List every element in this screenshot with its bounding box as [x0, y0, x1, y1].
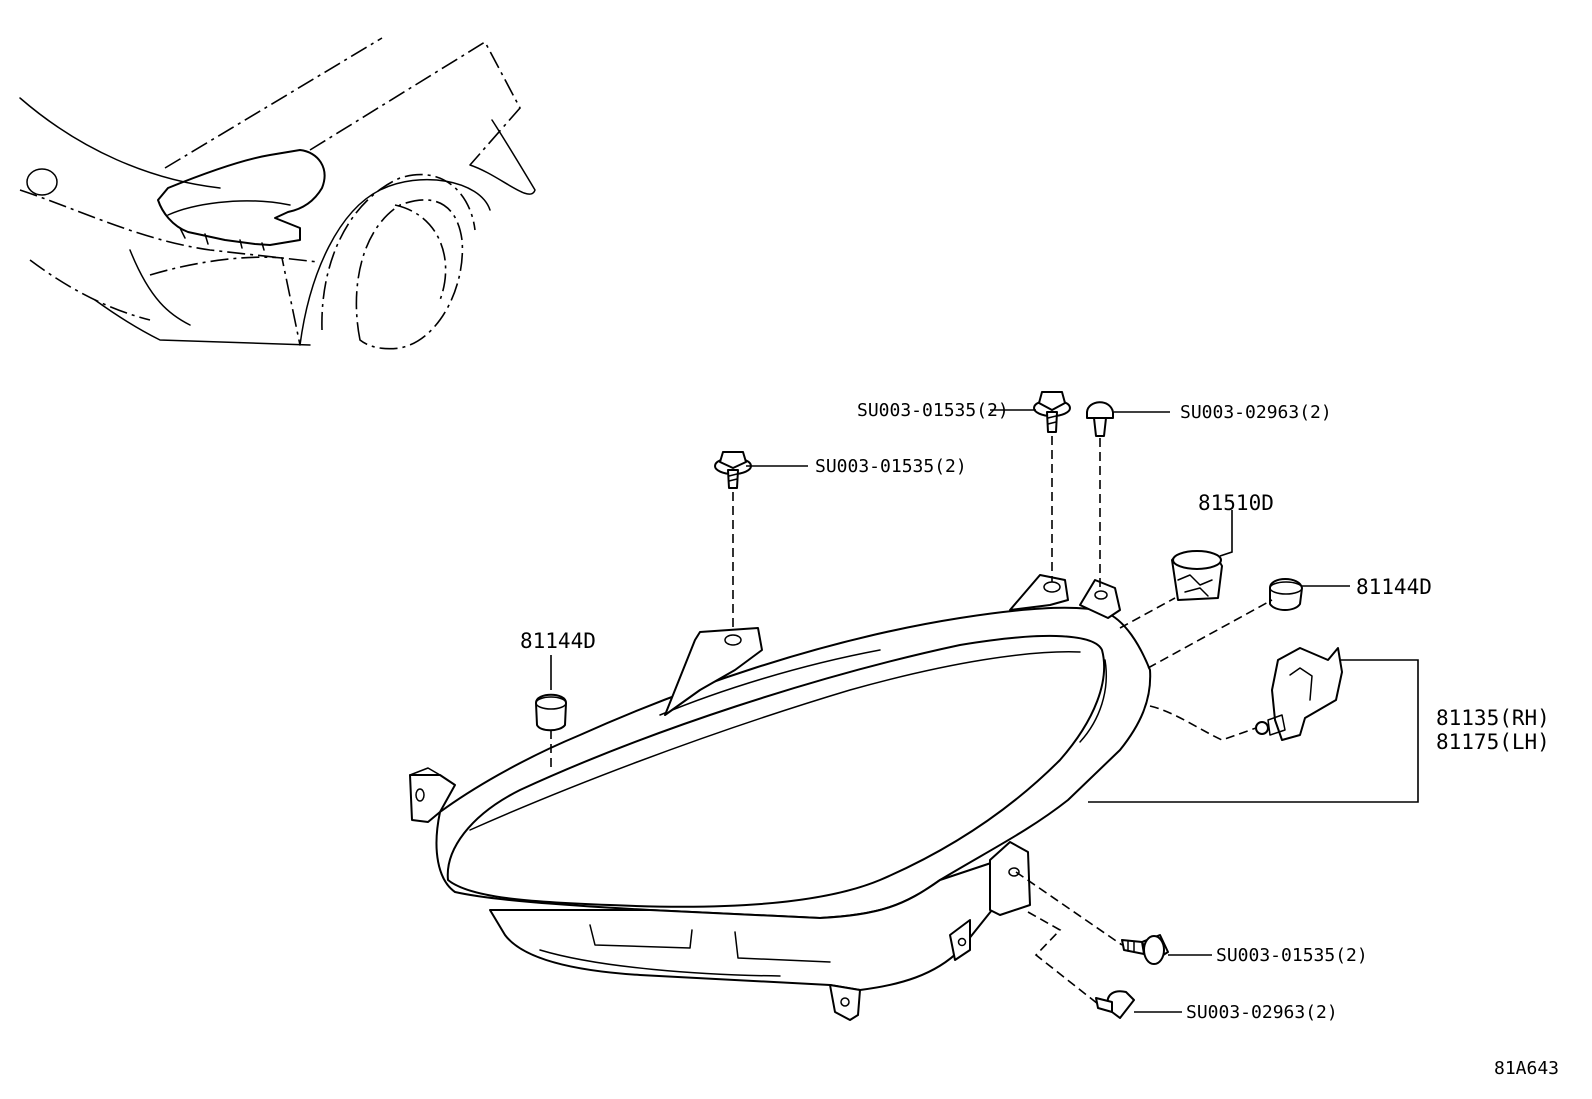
- leader-lines: [550, 409, 1419, 1013]
- callout-bulb-left: 81144D: [520, 629, 596, 653]
- callout-bolt-top-left: SU003-01535(2): [815, 456, 967, 477]
- bolt-icon: [714, 451, 752, 489]
- diagram-id: 81A643: [1494, 1058, 1559, 1079]
- callout-bolt-top-mid: SU003-01535(2): [857, 400, 1009, 421]
- leveling-actuator-icon: [1255, 647, 1343, 741]
- bulb-icon: [1269, 578, 1303, 611]
- assembly-guide-lines: [550, 436, 1273, 1005]
- callout-unit-rh: 81135(RH): [1436, 706, 1550, 730]
- callout-clip-top-right: SU003-02963(2): [1180, 402, 1332, 423]
- bulb-socket-icon: [1171, 550, 1223, 601]
- callout-socket-top: 81510D: [1198, 491, 1274, 515]
- callout-bulb-right: 81144D: [1356, 575, 1432, 599]
- vehicle-front-overview: [19, 37, 536, 350]
- clip-icon: [1086, 401, 1114, 437]
- callout-clip-bottom: SU003-02963(2): [1186, 1002, 1338, 1023]
- bulb-icon: [535, 693, 567, 732]
- callout-unit-lh: 81175(LH): [1436, 730, 1550, 754]
- headlamp-assembly: [409, 574, 1152, 1021]
- bolt-icon: [1121, 934, 1169, 965]
- clip-icon: [1095, 990, 1135, 1019]
- callout-bolt-bottom: SU003-01535(2): [1216, 945, 1368, 966]
- bolt-icon: [1033, 391, 1071, 433]
